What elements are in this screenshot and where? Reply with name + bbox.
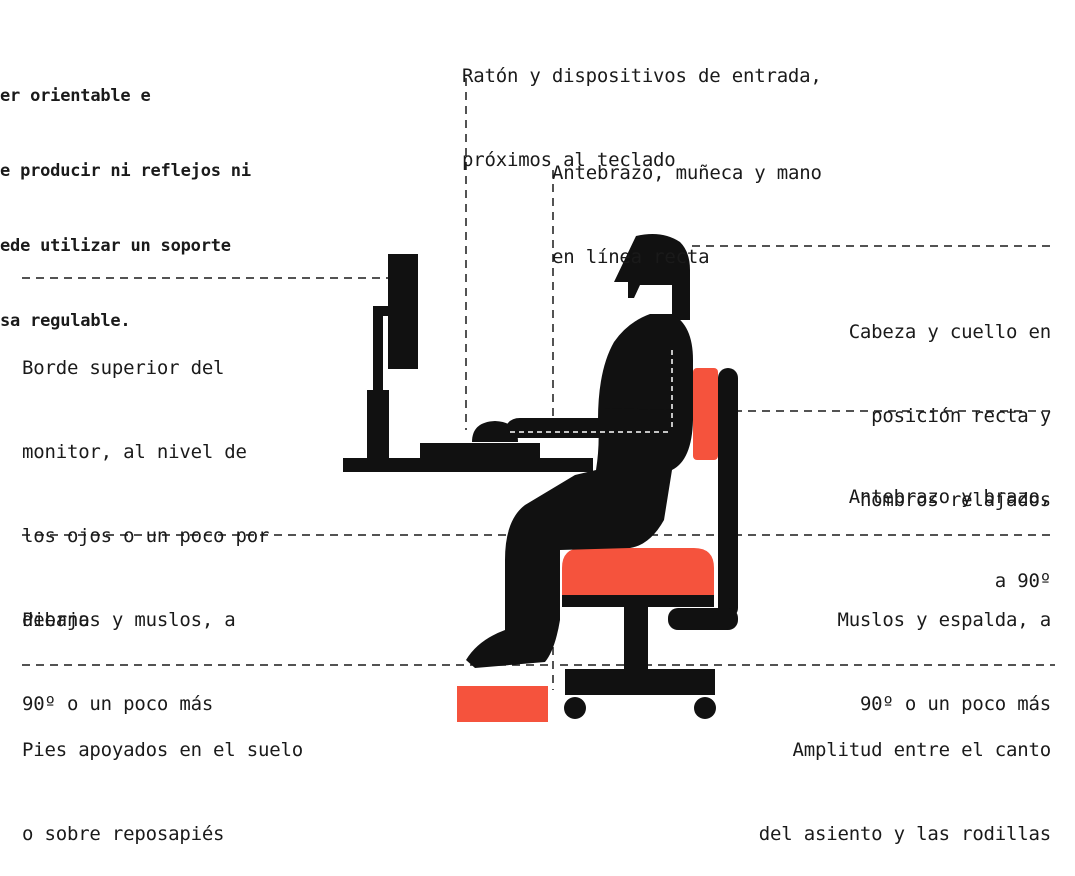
head	[614, 234, 690, 320]
chair-backrest	[693, 368, 718, 460]
footrest	[457, 686, 548, 722]
chair-seat	[562, 548, 714, 600]
label-line: monitor, al nivel de	[22, 441, 247, 463]
label-line: Pies apoyados en el suelo	[22, 739, 303, 761]
label-line: debajo	[22, 609, 90, 631]
label-forearm-arm: Antebrazo y brazo, a 90º	[848, 427, 1052, 623]
chair-wheel-left	[564, 697, 586, 719]
intro-text: er orientable e e producir ni reflejos n…	[0, 34, 251, 359]
label-seat-knees: Amplitud entre el canto del asiento y la…	[759, 680, 1051, 876]
monitor-screen	[388, 254, 418, 369]
desk-surface	[343, 458, 593, 472]
keyboard	[420, 443, 540, 460]
label-line: Cabeza y cuello en	[848, 321, 1052, 343]
guide-lines	[22, 78, 1055, 690]
label-mouse: Ratón y dispositivos de entrada, próximo…	[462, 6, 822, 202]
intro-text-line: sa regulable.	[0, 311, 131, 331]
intro-text-line: e producir ni reflejos ni	[0, 161, 251, 181]
label-line: Borde superior del	[22, 357, 225, 379]
label-line: posición recta y	[871, 405, 1051, 427]
label-line: Muslos y espalda, a	[837, 609, 1051, 631]
torso-legs	[466, 314, 693, 668]
label-line: del asiento y las rodillas	[758, 823, 1051, 845]
label-line: a 90º	[994, 570, 1051, 592]
chair-column	[624, 607, 648, 669]
intro-text-line: ede utilizar un soporte	[0, 236, 231, 256]
label-monitor: Borde superior del monitor, al nivel de …	[22, 298, 269, 662]
label-legs: Piernas y muslos, a 90º o un poco más	[22, 550, 236, 746]
chair-back-post	[718, 368, 738, 618]
figure-guides	[510, 350, 673, 433]
label-line: próximos al teclado	[462, 149, 676, 171]
label-feet: Pies apoyados en el suelo o sobre reposa…	[22, 680, 303, 876]
label-line: o sobre reposapiés	[22, 823, 225, 845]
workstation	[343, 254, 593, 472]
chair-seat-base	[562, 595, 714, 607]
label-line: 90º o un poco más	[22, 693, 214, 715]
intro-text-line: er orientable e	[0, 86, 151, 106]
label-line: Piernas y muslos, a	[22, 609, 236, 631]
chair-wheel-right	[694, 697, 716, 719]
arm	[506, 408, 672, 438]
label-forearm-hand: Antebrazo, muñeca y mano en línea recta	[552, 103, 822, 299]
label-head-neck: Cabeza y cuello en posición recta y homb…	[848, 262, 1052, 542]
chair	[562, 368, 738, 719]
monitor-arm	[373, 306, 383, 390]
chair-base	[565, 669, 715, 695]
label-line: en línea recta	[552, 246, 710, 268]
label-line: 90º o un poco más	[859, 693, 1051, 715]
seated-figure	[466, 234, 693, 668]
label-line: hombros relajados	[859, 489, 1051, 511]
chair-back-connector	[668, 608, 738, 630]
label-line: Antebrazo y brazo,	[848, 486, 1052, 508]
label-thighs-back: Muslos y espalda, a 90º o un poco más	[837, 550, 1051, 746]
label-line: Antebrazo, muñeca y mano	[552, 162, 822, 184]
label-line: Ratón y dispositivos de entrada,	[462, 65, 822, 87]
ergonomic-posture-illustration	[22, 78, 1055, 722]
label-line: Amplitud entre el canto	[792, 739, 1052, 761]
label-line: los ojos o un poco por	[22, 525, 270, 547]
monitor-stand	[367, 390, 389, 460]
